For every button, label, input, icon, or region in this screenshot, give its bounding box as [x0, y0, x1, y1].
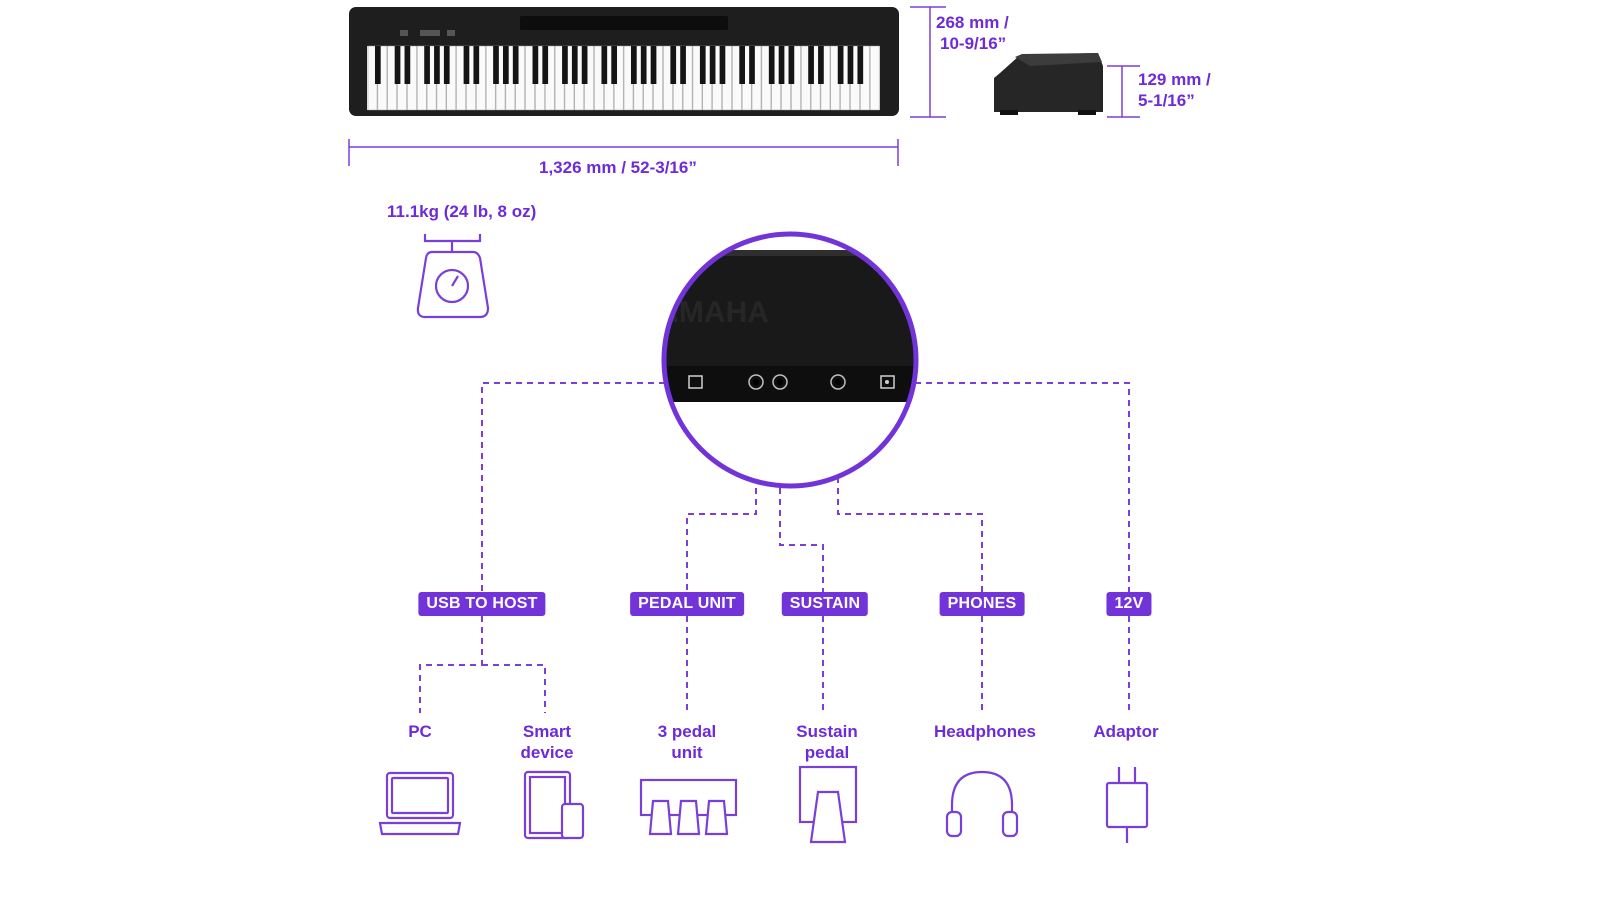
- black-key: [640, 46, 647, 84]
- black-key: [680, 46, 686, 84]
- black-key: [818, 46, 824, 84]
- device-label-pc: PC: [350, 721, 490, 742]
- width-label: 1,326 mm / 52-3/16”: [539, 158, 697, 177]
- black-key: [857, 46, 864, 84]
- black-key: [709, 46, 716, 84]
- device-label-line1: 3 pedal: [657, 722, 717, 741]
- device-label-3-pedal-unit: 3 pedal unit: [617, 721, 757, 763]
- black-key: [739, 46, 746, 84]
- black-key: [630, 46, 637, 84]
- black-key: [670, 46, 677, 84]
- black-key: [473, 46, 480, 84]
- depth-label: 268 mm / 10-9/16”: [936, 12, 1009, 54]
- device-label-line1: Headphones: [933, 722, 1037, 741]
- white-key: [869, 45, 880, 111]
- weight-label: 11.1kg (24 lb, 8 oz): [387, 202, 537, 221]
- black-key: [778, 46, 785, 84]
- black-keys: [374, 46, 864, 84]
- black-key: [719, 46, 726, 84]
- port-badge-phones: PHONES: [939, 592, 1025, 616]
- black-key: [512, 46, 519, 84]
- port-badge-pedal-unit: PEDAL UNIT: [630, 592, 744, 616]
- black-key: [788, 46, 795, 84]
- black-key: [374, 46, 381, 84]
- black-key: [532, 46, 539, 84]
- black-key: [699, 46, 706, 84]
- pedal-unit-icon: [639, 778, 738, 836]
- black-key: [502, 46, 509, 84]
- device-label-smart-device: Smart device: [477, 721, 617, 763]
- device-label-line2: unit: [671, 743, 703, 762]
- black-key: [434, 46, 440, 84]
- headphones-icon: [945, 770, 1019, 838]
- height-label: 129 mm / 5-1/16”: [1138, 69, 1211, 111]
- piano-top-view: [349, 7, 899, 116]
- device-label-line1: Sustain: [796, 722, 858, 741]
- black-key: [749, 46, 755, 84]
- black-key: [768, 46, 775, 84]
- port-badge-usb-to-host: USB TO HOST: [418, 592, 546, 616]
- black-key: [542, 46, 549, 84]
- height-label-line1: 129 mm /: [1138, 70, 1211, 89]
- black-key: [571, 46, 578, 84]
- port-badge-12v: 12V: [1106, 592, 1152, 616]
- device-label-line1: Smart: [522, 722, 572, 741]
- black-key: [847, 46, 854, 84]
- dimension-lines: [348, 6, 1140, 166]
- device-label-headphones: Headphones: [915, 721, 1055, 742]
- depth-label-line2: 10-9/16”: [940, 34, 1007, 53]
- black-key: [394, 46, 401, 84]
- piano-side-view: [994, 53, 1103, 115]
- device-label-line1: Adaptor: [1093, 722, 1159, 741]
- height-label-line2: 5-1/16”: [1138, 91, 1195, 110]
- black-key: [808, 46, 814, 84]
- scale-icon: [416, 234, 490, 319]
- power-adaptor-icon: [1105, 767, 1149, 843]
- device-label-line2: device: [520, 743, 574, 762]
- sustain-pedal-icon: [798, 765, 858, 844]
- black-key: [581, 46, 588, 84]
- black-key: [650, 46, 657, 84]
- black-key: [562, 46, 568, 84]
- white-keys: [367, 45, 880, 111]
- brand-logo: YAMAHA: [640, 296, 769, 329]
- device-label-adaptor: Adaptor: [1056, 721, 1196, 742]
- black-key: [424, 46, 430, 84]
- device-label-line1: PC: [408, 722, 432, 741]
- port-badge-sustain: SUSTAIN: [781, 592, 869, 616]
- device-label-line2: pedal: [804, 743, 850, 762]
- black-key: [463, 46, 470, 84]
- black-key: [601, 46, 608, 84]
- laptop-icon: [378, 771, 462, 836]
- black-key: [404, 46, 411, 84]
- black-key: [493, 46, 499, 84]
- device-label-sustain-pedal: Sustain pedal: [757, 721, 897, 763]
- tablet-phone-icon: [523, 770, 585, 840]
- rear-panel-zoom: YAMAHA: [640, 231, 919, 489]
- black-key: [611, 46, 618, 84]
- black-key: [837, 46, 844, 84]
- black-key: [443, 46, 450, 84]
- depth-label-line1: 268 mm /: [936, 13, 1009, 32]
